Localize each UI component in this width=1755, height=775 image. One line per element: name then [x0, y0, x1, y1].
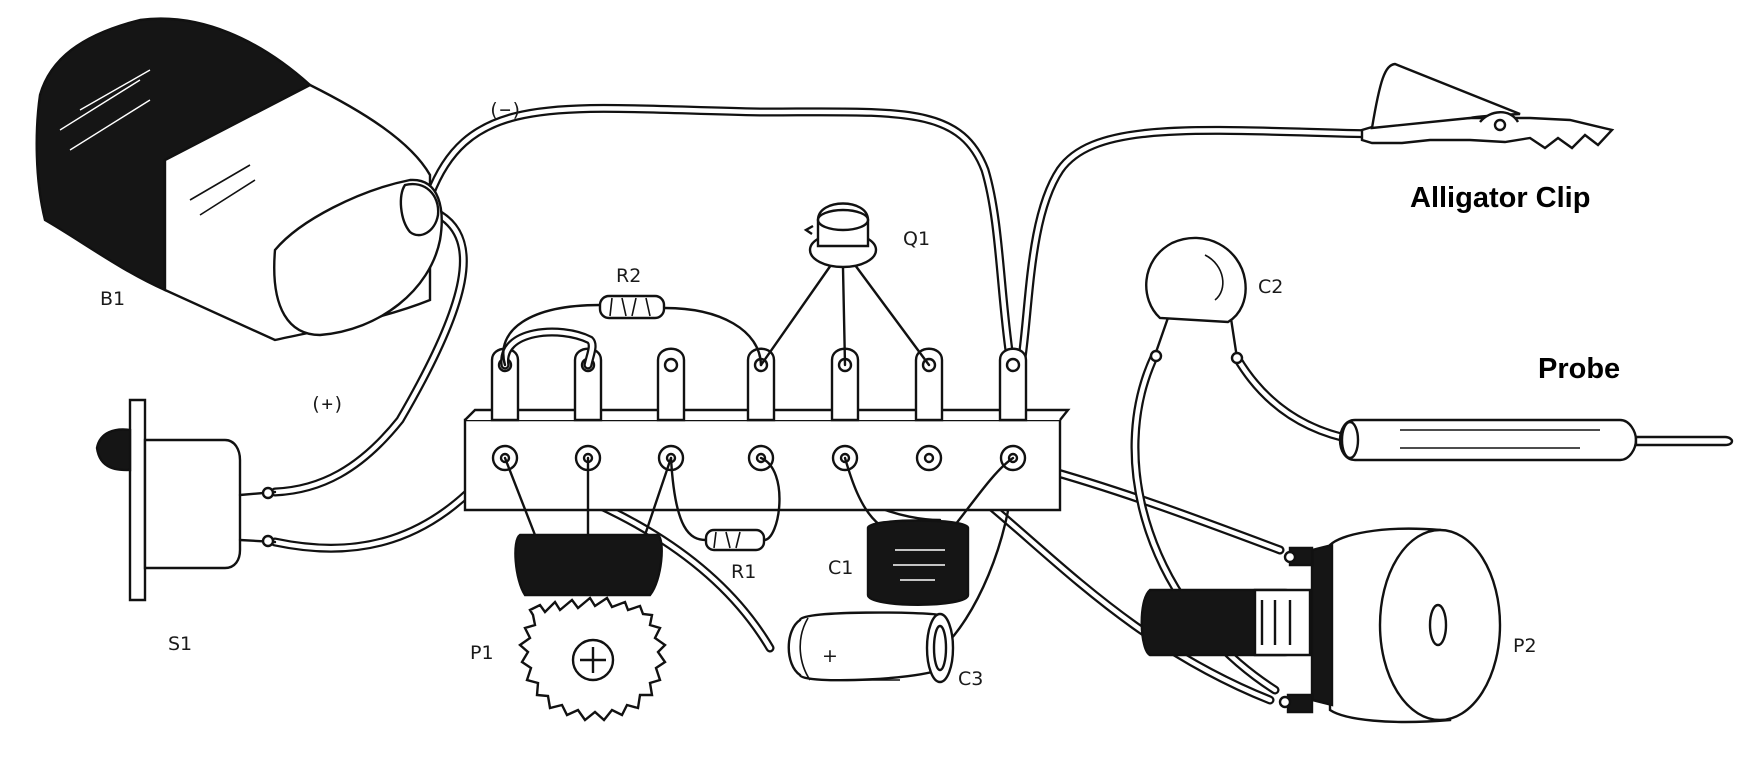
- capacitor-c1: [843, 456, 1015, 606]
- resistor-r2: [502, 294, 763, 367]
- label-s1: S1: [168, 633, 192, 655]
- wire-battery-positive: [270, 210, 468, 497]
- label-alligator-clip: Alligator Clip: [1410, 182, 1590, 214]
- terminal-strip: [463, 347, 1071, 512]
- wire-alligator-clip: [1017, 125, 1377, 363]
- capacitor-c2: [1145, 236, 1247, 365]
- battery-b1: [35, 17, 443, 342]
- label-c1: C1: [828, 557, 853, 579]
- wire-switch-terminal: [270, 465, 495, 553]
- label-q1: Q1: [903, 228, 930, 250]
- label-c2: C2: [1258, 276, 1283, 298]
- label-p1: P1: [470, 642, 494, 664]
- label-probe: Probe: [1538, 353, 1620, 385]
- potentiometer-p2: [1140, 527, 1502, 724]
- wire-p2-a: [1035, 463, 1285, 555]
- label-r2: R2: [616, 265, 641, 287]
- label-r1: R1: [731, 561, 756, 583]
- label-minus: (−): [488, 99, 522, 121]
- wire-battery-negative: [425, 103, 1015, 363]
- label-c3-polarity: +: [822, 645, 838, 667]
- resistor-r1: [669, 456, 781, 552]
- label-p2: P2: [1513, 635, 1537, 657]
- capacitor-c3: [787, 611, 955, 684]
- label-plus: (+): [310, 393, 344, 415]
- label-c3: C3: [958, 668, 983, 690]
- alligator-clip: [1360, 62, 1615, 150]
- test-probe: [1338, 418, 1734, 462]
- potentiometer-p1: [503, 456, 673, 722]
- label-b1: B1: [100, 288, 125, 310]
- transistor-q1: [759, 202, 931, 367]
- switch-s1: [95, 398, 277, 602]
- wire-c2-probe: [1232, 353, 1360, 445]
